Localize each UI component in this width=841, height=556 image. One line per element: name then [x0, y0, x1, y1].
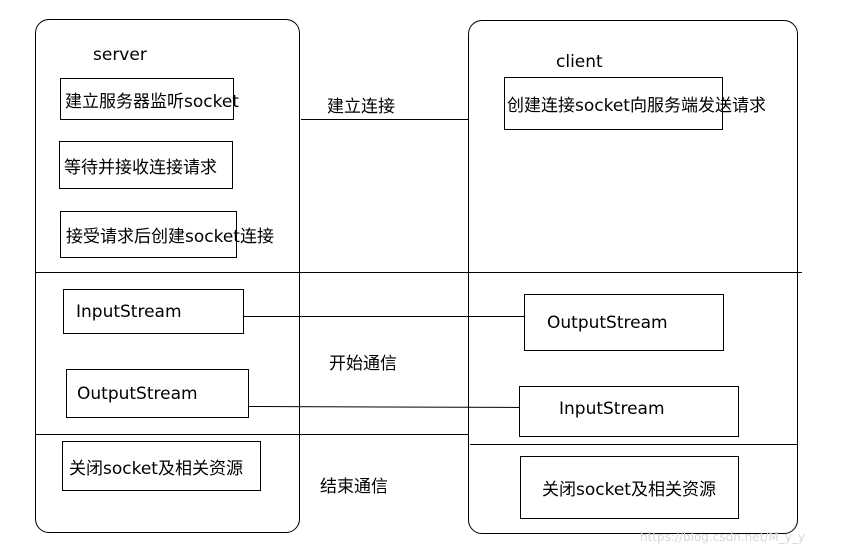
phase-divider-1	[35, 272, 802, 273]
client-close-label: 关闭socket及相关资源	[542, 480, 716, 500]
server-output-stream-label: OutputStream	[77, 383, 198, 404]
client-request-box: 创建连接socket向服务端发送请求	[504, 77, 766, 130]
client-input-stream-box: InputStream	[519, 386, 739, 437]
phase-connect-label: 建立连接	[327, 97, 395, 117]
server-title: server	[93, 45, 147, 65]
connect-line	[301, 119, 469, 120]
input-to-output-line	[243, 316, 526, 317]
client-output-stream-label: OutputStream	[547, 312, 668, 333]
phase-end-label: 结束通信	[320, 477, 388, 497]
server-input-stream-label: InputStream	[76, 301, 182, 322]
phase-divider-2-server	[35, 434, 468, 435]
server-wait-box: 等待并接收连接请求	[59, 141, 233, 189]
server-close-label: 关闭socket及相关资源	[69, 458, 243, 479]
server-panel	[35, 19, 300, 533]
client-close-box: 关闭socket及相关资源	[520, 456, 739, 519]
server-create-socket-box: 接受请求后创建socket连接	[60, 211, 274, 258]
client-panel	[468, 20, 798, 534]
phase-communicate-label: 开始通信	[329, 354, 397, 374]
server-close-box: 关闭socket及相关资源	[62, 441, 261, 491]
client-request-label: 创建连接socket向服务端发送请求	[507, 96, 766, 116]
watermark-text: https://blog.csdn.net/M_y_y	[640, 530, 805, 544]
server-create-socket-label: 接受请求后创建socket连接	[66, 227, 274, 247]
server-listen-label: 建立服务器监听socket	[65, 91, 239, 112]
server-input-stream-box: InputStream	[63, 289, 244, 334]
client-title: client	[556, 52, 603, 72]
server-output-stream-box: OutputStream	[66, 369, 249, 418]
server-listen-box: 建立服务器监听socket	[60, 78, 239, 120]
phase-divider-2-client	[470, 444, 797, 445]
client-input-stream-label: InputStream	[559, 399, 665, 419]
client-output-stream-box: OutputStream	[524, 294, 724, 351]
server-wait-label: 等待并接收连接请求	[64, 157, 217, 178]
